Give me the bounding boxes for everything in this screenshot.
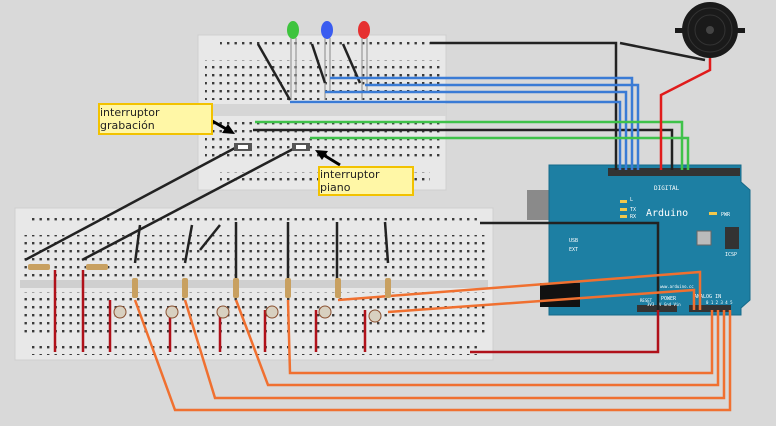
usb-label: USB [569,238,578,244]
analog-in-label: ANALOG IN [694,294,721,300]
resistors [28,264,391,298]
reset-label: RESET [640,298,653,303]
note-recording-switch: interruptor grabación [98,103,213,135]
icsp-label: ICSP [725,252,737,258]
power-pins-label: 3V3 5V Gnd Vin [647,302,681,307]
breadboard-bottom [14,207,494,361]
pwr-label: PWR [721,212,731,218]
leds [287,21,370,100]
led-rx-label: RX [630,214,636,220]
power-label: POWER [661,296,677,302]
push-buttons [234,143,310,151]
led-l-label: L [630,197,633,203]
arduino-board: Arduino DIGITAL POWER ANALOG IN ICSP PWR… [527,164,751,316]
note-piano-switch-text: interruptor piano [320,168,380,194]
note-piano-switch: interruptor piano [318,166,414,196]
note-recording-switch-text: interruptor grabación [100,106,160,132]
buzzer [675,2,745,58]
ext-label: EXT [569,247,578,253]
site-label: www.arduino.cc [660,284,694,289]
arduino-logo-text: Arduino [646,208,688,219]
led-tx-label: TX [630,207,636,213]
wires [24,41,732,412]
photoresistors [113,305,382,323]
digital-label: DIGITAL [654,185,680,192]
analog-pins-label: 0 1 2 3 4 5 [706,300,733,305]
arrows [206,116,341,167]
